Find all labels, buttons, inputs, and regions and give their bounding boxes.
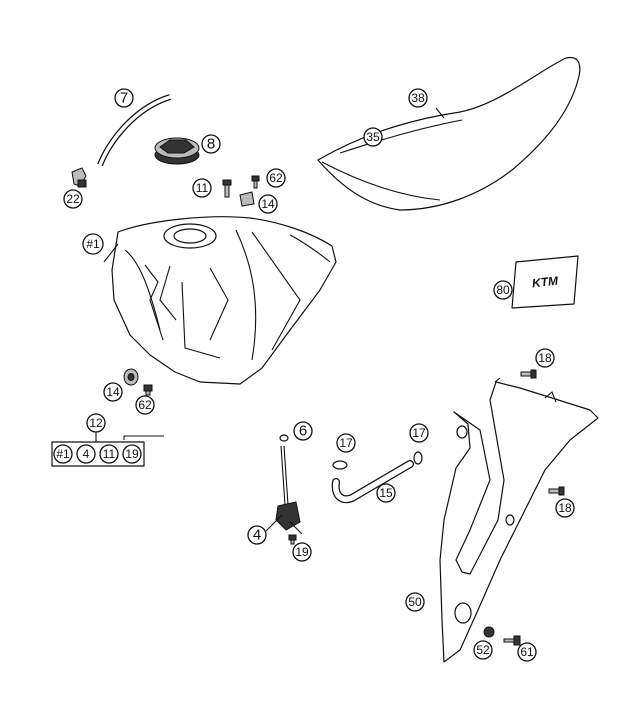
svg-text:11: 11 (103, 447, 116, 461)
svg-text:61: 61 (520, 645, 534, 659)
svg-text:80: 80 (496, 283, 510, 297)
seat (317, 56, 581, 211)
screw-18-right (548, 486, 565, 496)
callout-22: 22 (63, 189, 83, 209)
svg-text:62: 62 (138, 398, 152, 412)
fuel-line-hose (331, 460, 414, 504)
screw-61 (503, 635, 521, 646)
kit-contents-box: #1 4 11 19 (51, 432, 145, 467)
callout-18-top: 18 (535, 348, 555, 368)
callout-14-lower: 14 (103, 382, 123, 402)
kit-item-1: #1 (53, 444, 73, 464)
svg-text:7: 7 (120, 90, 128, 107)
ktm-decal: KTM (511, 255, 579, 309)
callout-14-top: 14 (258, 194, 278, 214)
screw-18-top (520, 369, 537, 379)
tank-spoiler (439, 377, 599, 663)
hose-clamp-left (332, 460, 348, 470)
screw-62-lower (143, 384, 153, 396)
callout-50: 50 (405, 592, 425, 612)
callout-1: #1 (82, 233, 104, 255)
decal-brand-text: KTM (531, 274, 559, 291)
fuel-tank (111, 216, 337, 385)
svg-text:14: 14 (261, 197, 275, 211)
leader-lines (103, 107, 445, 532)
callout-80: 80 (493, 280, 513, 300)
svg-text:62: 62 (269, 171, 283, 185)
svg-text:52: 52 (476, 643, 490, 657)
svg-text:8: 8 (207, 136, 215, 153)
fuel-hose (97, 94, 171, 167)
fuel-tap (275, 434, 303, 535)
svg-text:18: 18 (538, 351, 552, 365)
callout-62-top: 62 (266, 168, 286, 188)
hose-clamp-right (413, 451, 423, 465)
callout-38: 38 (408, 88, 428, 108)
svg-text:14: 14 (106, 385, 120, 399)
callout-17-right: 17 (409, 423, 429, 443)
svg-text:17: 17 (412, 426, 426, 440)
callout-17-left: 17 (336, 433, 356, 453)
callout-19: 19 (292, 542, 312, 562)
spacer-14-lower (123, 368, 139, 386)
svg-text:17: 17 (339, 436, 353, 450)
svg-text:4: 4 (253, 527, 261, 544)
svg-text:12: 12 (89, 416, 103, 430)
callout-52: 52 (473, 640, 493, 660)
callout-35: 35 (363, 127, 383, 147)
callout-62-lower: 62 (135, 395, 155, 415)
callout-4: 4 (247, 525, 267, 545)
svg-text:15: 15 (379, 486, 393, 500)
svg-text:50: 50 (408, 595, 422, 609)
callout-8: 8 (201, 134, 221, 154)
vent-valve (71, 167, 87, 188)
svg-text:11: 11 (196, 181, 209, 195)
callout-6: 6 (293, 421, 313, 441)
kit-item-4: 4 (76, 444, 96, 464)
svg-text:19: 19 (295, 545, 309, 559)
callout-12: 12 (86, 413, 106, 433)
kit-item-11: 11 (99, 444, 119, 464)
svg-text:19: 19 (125, 447, 139, 461)
svg-text:35: 35 (366, 130, 380, 144)
svg-text:4: 4 (83, 447, 90, 461)
svg-text:38: 38 (411, 91, 425, 105)
callout-61: 61 (517, 642, 537, 662)
screw-19 (288, 534, 297, 545)
svg-text:6: 6 (299, 423, 307, 440)
callout-18-right: 18 (555, 498, 575, 518)
kit-item-19: 19 (122, 444, 142, 464)
screw-62-top (251, 175, 260, 189)
callout-11: 11 (192, 178, 212, 198)
fuel-cap (154, 137, 200, 165)
svg-text:#1: #1 (86, 237, 100, 251)
nut-52 (483, 626, 495, 638)
callout-7: 7 (114, 88, 134, 108)
svg-text:#1: #1 (56, 447, 70, 461)
spacer-14-top (239, 191, 255, 207)
callout-15: 15 (376, 483, 396, 503)
svg-text:18: 18 (558, 501, 572, 515)
screw-11 (222, 179, 232, 198)
svg-text:22: 22 (66, 192, 80, 206)
